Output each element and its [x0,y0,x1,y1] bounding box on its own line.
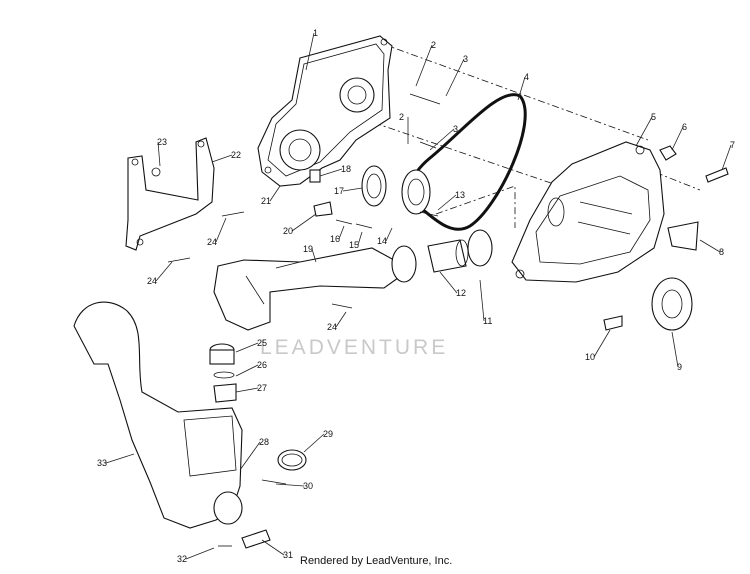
callout-leader-line [445,58,465,97]
callout-leader-line [303,433,325,453]
callout-leader-line [105,453,135,464]
callout-leader-line [479,279,485,322]
callout-number: 29 [323,429,333,439]
callout-number: 9 [677,362,682,372]
callout-leader-line [429,128,455,151]
callout-number: 33 [97,458,107,468]
callout-number: 5 [651,112,656,122]
callout-number: 3 [463,54,468,64]
callout-leader-line [699,239,721,253]
callout-leader-line [439,271,458,294]
intake-duct [213,247,399,331]
callout-number: 4 [524,72,529,82]
callout-leader-line [415,44,433,87]
callout-leader-line [155,261,173,282]
callout-leader-line [338,225,345,240]
callout-leader-line [185,547,215,560]
callout-number: 11 [483,316,492,326]
callout-number: 8 [719,247,724,257]
callout-leader-line [671,126,684,151]
callout-number: 2 [431,40,436,50]
callout-number: 2 [399,112,404,122]
callout-leader-line [721,144,732,171]
callout-number: 17 [334,186,344,196]
callout-number: 6 [682,122,687,132]
outer-cover [511,141,665,283]
callout-leader-line [211,154,233,163]
callout-number: 16 [330,234,340,244]
callout-number: 14 [377,236,387,246]
airbox-small-parts [209,343,307,549]
callout-number: 31 [283,550,293,560]
callout-leader-line [335,311,347,328]
callout-number: 25 [257,338,267,348]
callout-leader-line [157,141,161,167]
callout-number: 24 [207,237,217,247]
callout-number: 7 [730,140,735,150]
callout-leader-line [235,387,259,393]
callout-leader-line [239,441,261,471]
drive-belt [408,93,527,231]
seal-rings [361,165,431,215]
callout-leader-line [671,331,679,368]
callout-number: 13 [455,190,465,200]
callout-number: 20 [283,226,293,236]
callout-leader-line [593,329,611,358]
cover-hardware [603,145,729,331]
callout-number: 10 [585,352,595,362]
callout-leader-line [319,168,343,177]
callout-number: 23 [157,137,167,147]
callout-leader-line [235,364,259,377]
callout-number: 26 [257,360,267,370]
callout-number: 21 [261,196,271,206]
callout-number: 24 [147,276,157,286]
callout-labels: 1232345678910111213141516171819202122232… [97,28,735,564]
callout-leader-line [357,231,363,246]
callout-number: 24 [327,322,337,332]
callout-leader-line [517,76,526,101]
callout-leader-line [635,116,653,147]
callout-leader-line [269,185,281,202]
callout-number: 30 [303,481,313,491]
callout-number: 18 [341,164,351,174]
callout-number: 27 [257,383,267,393]
airbox [73,301,243,529]
inner-cover [257,35,393,187]
callout-leader-line [215,217,227,243]
callout-number: 32 [177,554,187,564]
clamp-coupler [391,229,493,283]
callout-leader-line [342,187,363,192]
callout-number: 12 [456,288,466,298]
callout-leader-line [437,194,457,211]
callout-leader-line [385,227,393,242]
callout-leader-line [235,342,259,353]
callout-number: 1 [313,28,318,38]
watermark-text: LEADVENTURE [260,336,448,359]
callout-number: 22 [231,150,241,160]
callout-leader-line [291,213,317,232]
callout-leader-line [275,483,305,487]
callout-number: 3 [453,124,458,134]
callout-leader-line [311,248,317,263]
mounting-bracket [125,137,215,251]
callout-number: 15 [349,240,359,250]
callout-leader-line [305,32,315,71]
footer-credit: Rendered by LeadVenture, Inc. [300,555,453,567]
callout-number: 28 [259,437,269,447]
callout-number: 19 [303,244,313,254]
callout-leader-line [261,539,285,556]
